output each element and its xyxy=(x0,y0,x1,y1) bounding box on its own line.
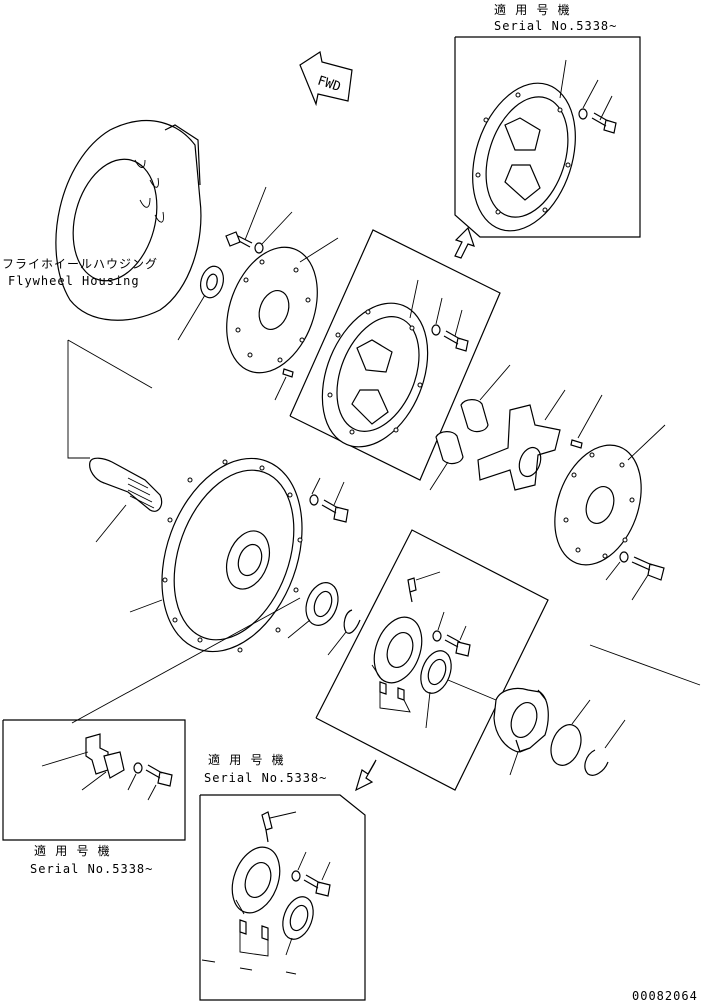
left-serial-en: Serial No.5338~ xyxy=(30,862,153,876)
upper-plate-group xyxy=(177,186,339,401)
lower-bolt xyxy=(444,634,471,657)
snap-ring xyxy=(343,609,361,634)
flywheel-bolt xyxy=(321,499,349,523)
left-inset-frame xyxy=(2,719,186,841)
bearing-cage xyxy=(373,616,423,684)
housing-label-jp: フライホイールハウジング xyxy=(2,257,158,271)
lower-inset-frame xyxy=(315,529,549,791)
top-serial-en: Serial No.5338~ xyxy=(494,19,617,33)
housing-outline xyxy=(55,120,202,321)
left-inset: 適 用 号 機 Serial No.5338~ xyxy=(2,719,186,876)
housing-label-en: Flywheel Housing xyxy=(8,274,140,288)
lower-center-inset xyxy=(315,529,549,792)
fwd-arrow-shape xyxy=(299,51,353,107)
bottom-serial-jp: 適 用 号 機 xyxy=(208,752,285,767)
bottom-washer xyxy=(291,870,301,882)
center-washer xyxy=(431,324,441,336)
upper-pin xyxy=(282,368,294,378)
upper-disc-plate xyxy=(226,246,318,374)
left-bracket xyxy=(85,733,109,775)
flywheel-washer xyxy=(309,494,319,506)
right-bolt xyxy=(631,556,665,581)
center-bolt xyxy=(443,330,469,352)
bottom-inset-frame xyxy=(199,794,366,1001)
flywheel-hub xyxy=(225,530,271,590)
housing-bore xyxy=(72,158,158,282)
bottom-seal xyxy=(282,896,314,940)
right-pin xyxy=(570,439,583,449)
upper-washer xyxy=(254,242,264,254)
upper-oil-seal xyxy=(199,265,225,299)
arrow-to-lower-inset xyxy=(355,759,377,792)
top-inset-frame xyxy=(454,36,641,238)
bottom-serial-en: Serial No.5338~ xyxy=(204,771,327,785)
spider-group xyxy=(429,364,701,686)
left-bracket-pad xyxy=(103,751,125,779)
left-bolt xyxy=(145,764,173,787)
inset-coupling-inner xyxy=(485,96,569,218)
center-inset xyxy=(289,229,501,481)
left-serial-jp: 適 用 号 機 xyxy=(34,843,111,858)
bottom-bearing-cage xyxy=(231,846,281,914)
drive-shaft xyxy=(89,457,163,512)
yoke-group xyxy=(447,679,626,776)
flywheel-group xyxy=(67,339,361,724)
center-coupling-inner xyxy=(336,316,420,432)
grease-nipples-bottom xyxy=(379,681,405,701)
o-ring xyxy=(550,724,582,766)
bottom-inset: 適 用 号 機 Serial No.5338~ xyxy=(199,752,366,1001)
grease-nipple-top xyxy=(407,577,417,603)
inset-coupling-outer xyxy=(472,82,576,232)
inset-bolt xyxy=(591,112,617,134)
yoke-flange xyxy=(493,687,549,753)
lower-washer xyxy=(432,630,442,642)
fwd-label: FWD xyxy=(315,74,342,96)
center-coupling-outer xyxy=(321,302,429,448)
rubber-block-2 xyxy=(435,431,464,465)
top-right-inset: 適 用 号 機 Serial No.5338~ xyxy=(454,2,641,259)
rubber-block-1 xyxy=(460,399,489,433)
right-washer xyxy=(619,551,629,563)
bottom-grease-nipple xyxy=(261,811,273,843)
inset-washer xyxy=(578,108,588,120)
top-serial-jp: 適 用 号 機 xyxy=(494,2,571,17)
inset-coupling-slots xyxy=(504,117,541,201)
bottom-bolt xyxy=(303,874,331,897)
drawing-number: 00082064 xyxy=(632,989,698,1003)
bottom-grease-nipples xyxy=(239,919,269,941)
snap-ring-right xyxy=(584,749,609,776)
left-washer xyxy=(133,762,143,774)
arrow-to-top-inset xyxy=(454,226,475,259)
fwd-arrow: FWD xyxy=(299,51,353,107)
upper-bolt xyxy=(225,231,253,248)
center-inset-frame xyxy=(289,229,501,481)
lower-seal xyxy=(420,650,452,694)
flywheel-housing: フライホイールハウジング Flywheel Housing xyxy=(2,120,202,321)
right-disc-plate xyxy=(554,444,642,566)
center-coupling-slots xyxy=(351,339,393,425)
spider-element xyxy=(477,404,561,491)
